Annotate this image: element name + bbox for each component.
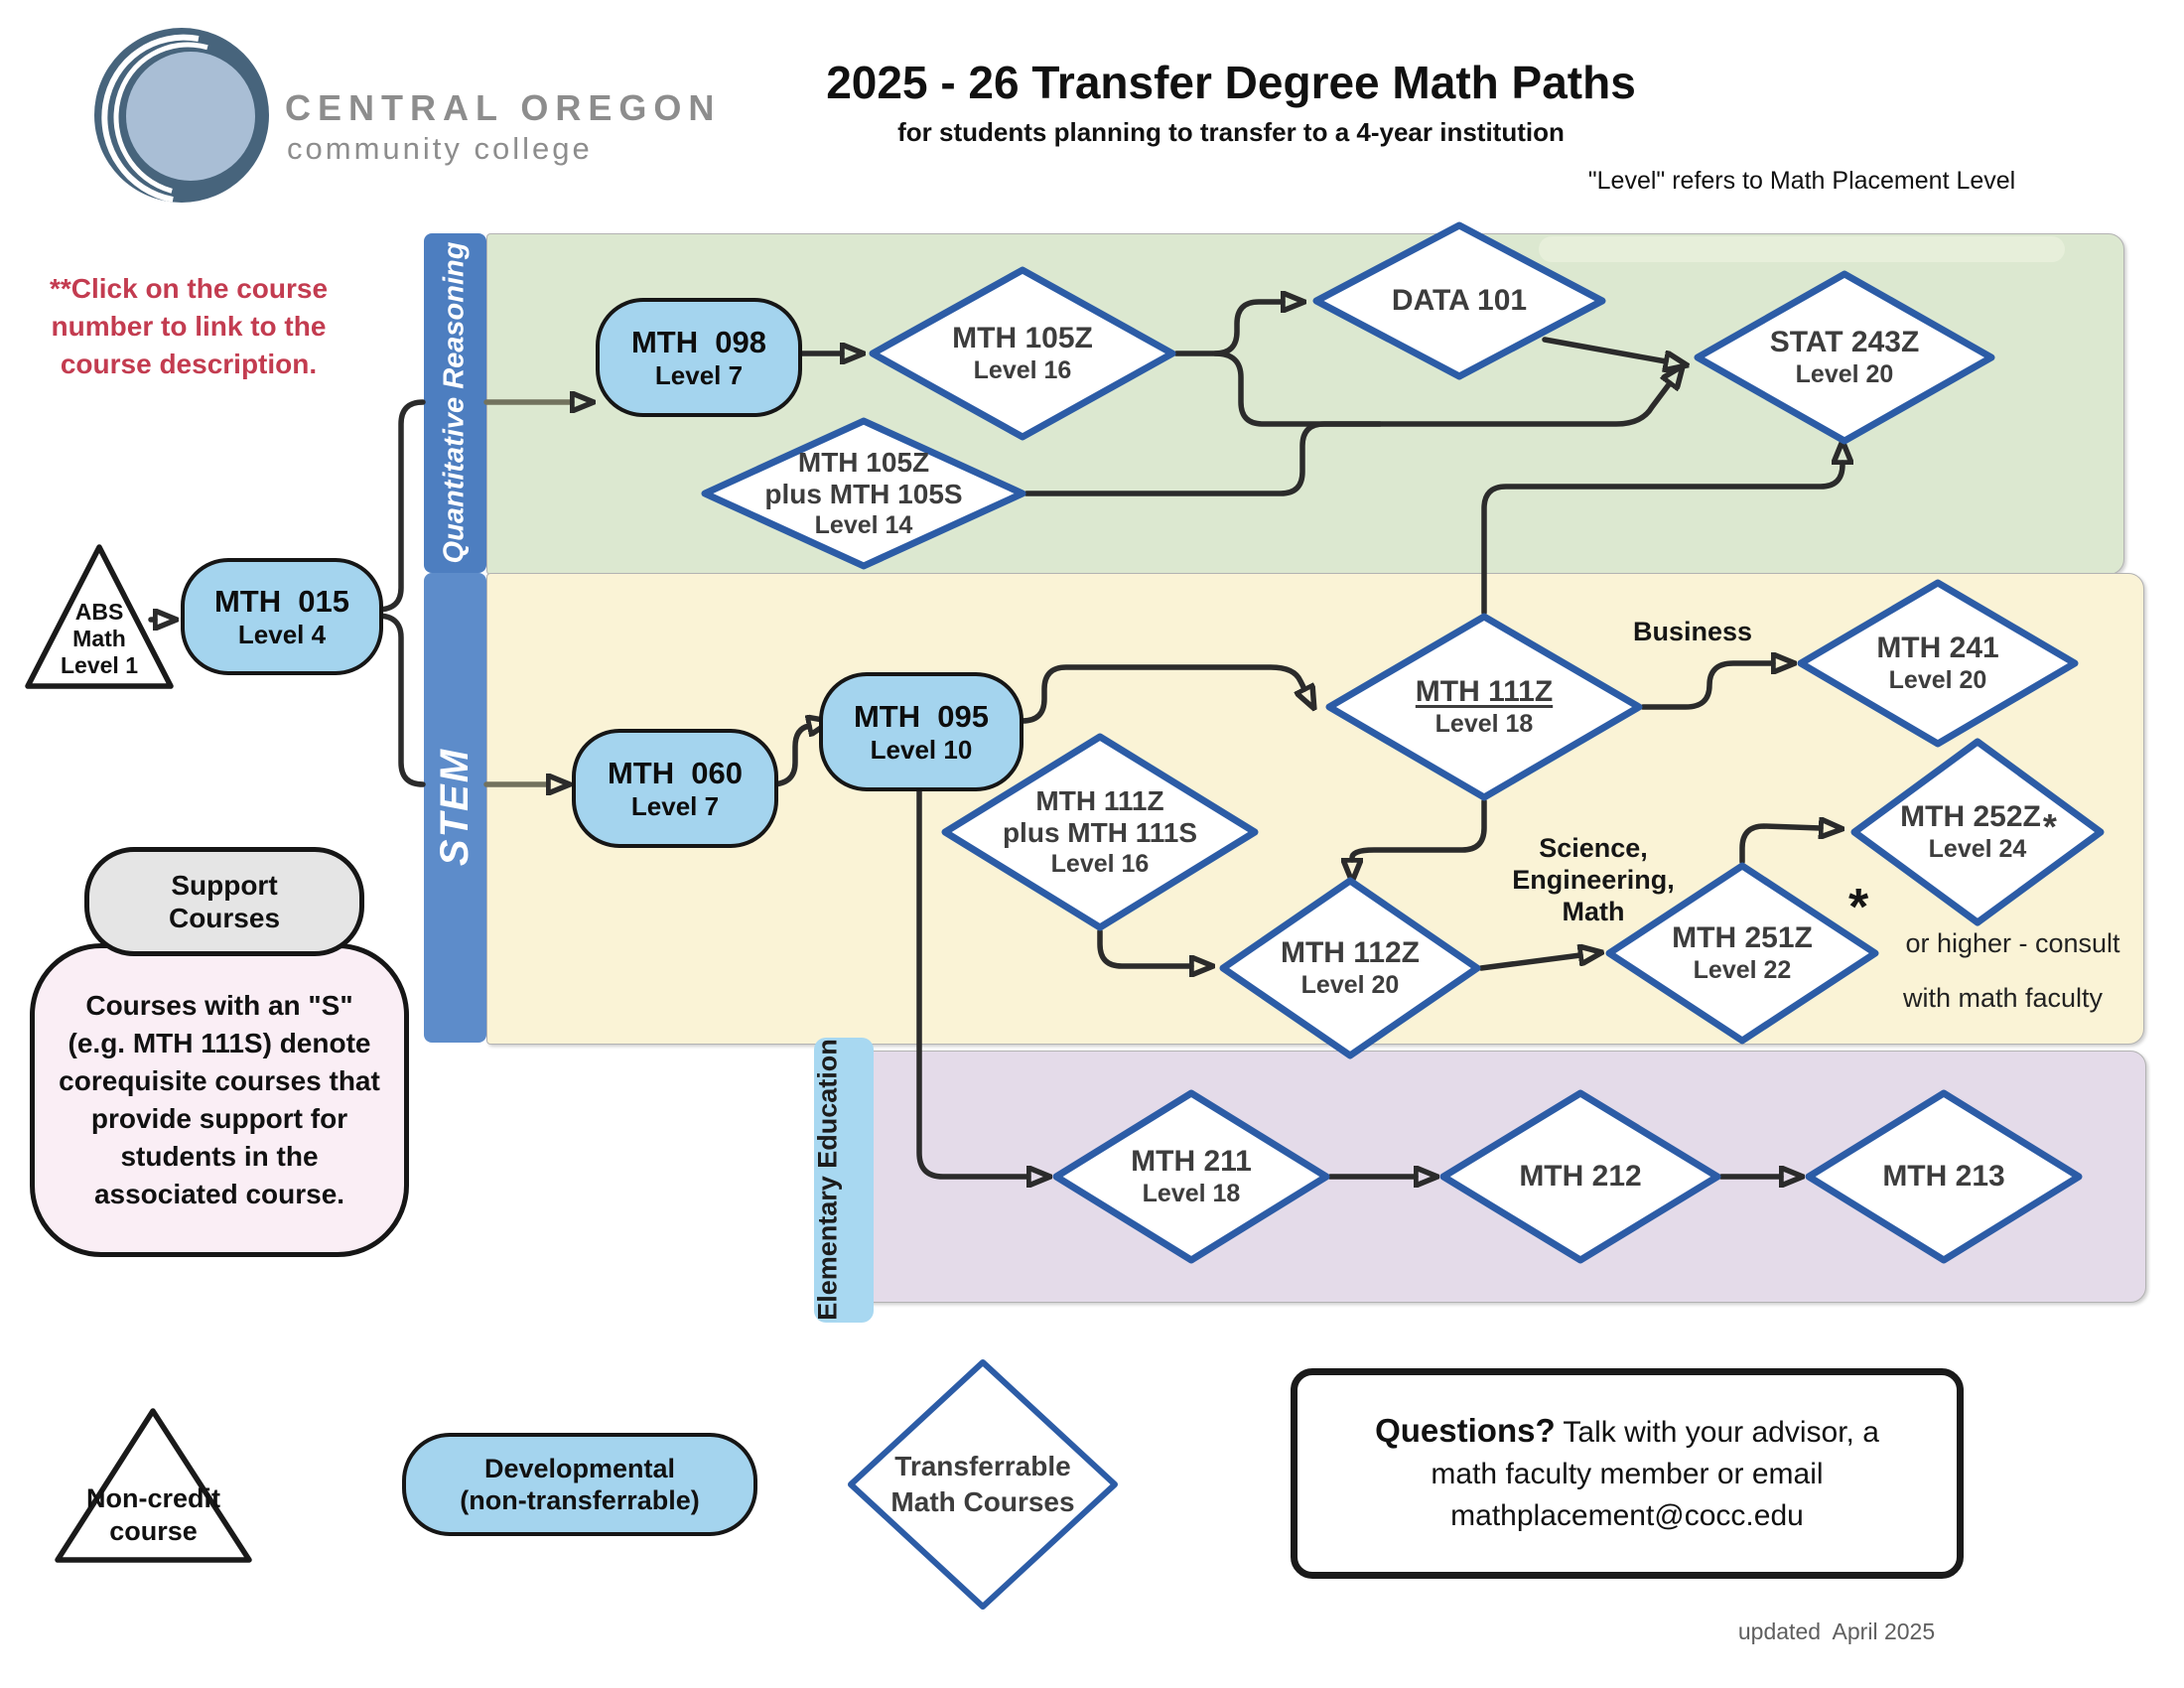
band-highlight: [1539, 236, 2065, 262]
course-mth252z[interactable]: MTH 252Z* Level 24: [1850, 738, 2105, 926]
label-science-engineering-math: Science, Engineering, Math: [1512, 833, 1675, 926]
page-title: 2025 - 26 Transfer Degree Math Paths: [826, 57, 1636, 108]
course-mth213[interactable]: MTH 213: [1805, 1089, 2083, 1264]
questions-heading: Questions?: [1375, 1412, 1556, 1449]
course-number[interactable]: MTH 098: [630, 324, 767, 359]
cocc-logo: [94, 28, 269, 203]
course-level: Level 7: [630, 790, 720, 821]
course-level: Level 22: [1693, 956, 1792, 984]
questions-text: Talk with your advisor, a: [1563, 1416, 1879, 1449]
course-number[interactable]: MTH 252Z*: [1900, 800, 2057, 847]
course-level: Level 4: [237, 619, 327, 649]
label-business: Business: [1632, 617, 1753, 646]
support-courses-body: Courses with an "S" (e.g. MTH 111S) deno…: [30, 943, 409, 1257]
course-number[interactable]: MTH 095: [853, 698, 990, 734]
course-mth111z[interactable]: MTH 111Z Level 18: [1325, 613, 1643, 801]
level-note: "Level" refers to Math Placement Level: [1587, 167, 2016, 195]
course-mth112z[interactable]: MTH 112Z Level 20: [1219, 877, 1481, 1059]
course-level: Level 16: [973, 356, 1072, 384]
abs-line: Level 1: [61, 652, 138, 678]
asterisk-note: or higher - consult: [1905, 928, 2120, 958]
course-mth105z-plus-mth105s[interactable]: MTH 105Z plus MTH 105S Level 14: [701, 417, 1026, 570]
course-number[interactable]: MTH 060: [607, 755, 744, 790]
legend-developmental: Developmental (non-transferrable): [402, 1433, 757, 1536]
course-number[interactable]: MTH 015: [213, 583, 350, 619]
strip-quantitative-reasoning: [424, 233, 486, 573]
course-mth105z[interactable]: MTH 105Z Level 16: [869, 266, 1176, 441]
course-level: Level 20: [1888, 666, 1987, 694]
course-number[interactable]: DATA 101: [1391, 284, 1528, 317]
logo-disc: [126, 52, 255, 181]
course-mth060[interactable]: MTH 060 Level 7: [572, 729, 778, 848]
course-number[interactable]: MTH 112Z: [1280, 936, 1421, 969]
course-stat243z[interactable]: STAT 243Z Level 20: [1694, 270, 1995, 445]
course-number[interactable]: STAT 243Z: [1769, 326, 1920, 358]
course-number[interactable]: MTH 111Z: [1035, 785, 1164, 816]
course-mth098[interactable]: MTH 098 Level 7: [596, 298, 802, 417]
asterisk-note: with math faculty: [1902, 983, 2104, 1013]
updated-date: updated April 2025: [1737, 1618, 1936, 1644]
course-mth211[interactable]: MTH 211 Level 18: [1052, 1089, 1330, 1264]
asterisk-icon: *: [1848, 879, 1869, 936]
questions-email-link[interactable]: mathplacement@cocc.edu: [1450, 1499, 1804, 1532]
course-level: Level 7: [654, 359, 744, 390]
questions-text: math faculty member or email: [1431, 1458, 1824, 1490]
page-subtitle: for students planning to transfer to a 4…: [897, 117, 1565, 147]
course-level: Level 14: [814, 511, 913, 539]
course-number[interactable]: MTH 211: [1131, 1145, 1252, 1178]
course-level: Level 20: [1300, 971, 1400, 999]
course-mth015[interactable]: MTH 015 Level 4: [181, 558, 383, 675]
legend-noncredit-course: Non-credit course: [52, 1405, 255, 1566]
course-level: Level 18: [1142, 1180, 1241, 1207]
logo-wordmark: CENTRAL OREGON: [285, 87, 722, 128]
course-data101[interactable]: DATA 101: [1312, 221, 1606, 380]
logo-tagline: community college: [287, 131, 593, 166]
course-number[interactable]: MTH 105Z: [952, 322, 1093, 354]
course-number[interactable]: MTH 251Z: [1672, 921, 1813, 954]
course-mth212[interactable]: MTH 212: [1439, 1089, 1721, 1264]
asterisk-icon: *: [2042, 806, 2057, 847]
course-level: Level 10: [870, 734, 973, 765]
course-number[interactable]: MTH 105Z: [797, 447, 930, 478]
course-mth251z[interactable]: MTH 251Z Level 22: [1605, 862, 1879, 1045]
course-number[interactable]: plus MTH 111S: [1002, 817, 1198, 848]
strip-stem: [424, 573, 486, 1043]
questions-box: Questions? Talk with your advisor, a mat…: [1291, 1368, 1964, 1579]
course-abs-math[interactable]: ABS Math Level 1: [22, 541, 177, 692]
course-level: Level 18: [1434, 710, 1534, 738]
course-number[interactable]: MTH 241: [1876, 632, 1999, 664]
support-courses-header: Support Courses: [84, 847, 364, 956]
course-level: Level 16: [1050, 850, 1150, 878]
abs-line: ABS: [74, 599, 124, 625]
legend-transferrable: Transferrable Math Courses: [846, 1357, 1120, 1612]
course-mth241[interactable]: MTH 241 Level 20: [1797, 579, 2079, 748]
strip-elementary-education: [814, 1038, 874, 1323]
course-number[interactable]: plus MTH 105S: [764, 479, 963, 509]
click-note: **Click on the course number to link to …: [49, 273, 329, 379]
course-number[interactable]: MTH 111Z: [1415, 675, 1554, 708]
abs-line: Math: [72, 626, 126, 651]
course-number[interactable]: MTH 213: [1882, 1160, 2005, 1193]
course-level: Level 24: [1928, 835, 2027, 863]
course-mth111z-plus-mth111s[interactable]: MTH 111Z plus MTH 111S Level 16: [941, 733, 1259, 931]
course-level: Level 20: [1795, 360, 1894, 388]
course-number[interactable]: MTH 212: [1519, 1160, 1642, 1193]
